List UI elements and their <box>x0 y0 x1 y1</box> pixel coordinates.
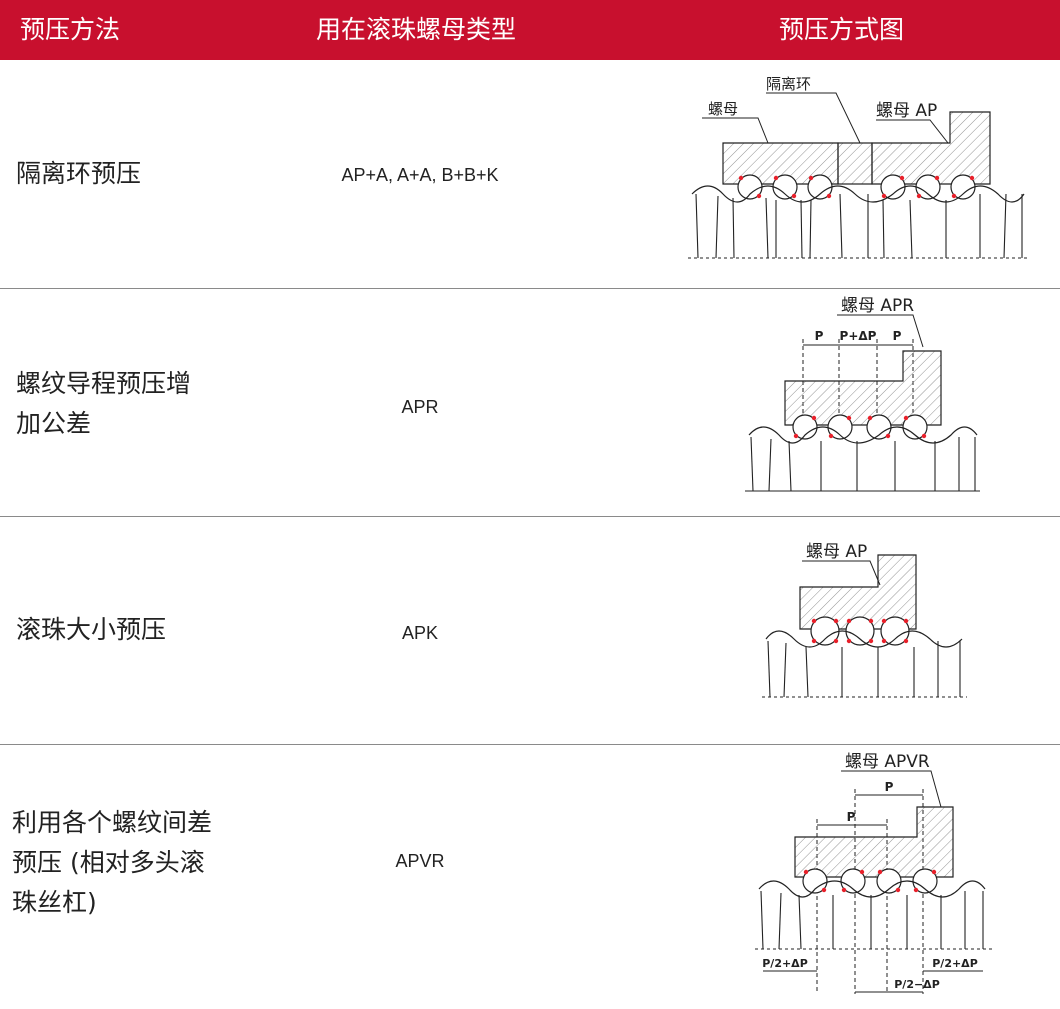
nut-type-cell: APK <box>401 623 439 643</box>
table-row: 滚珠大小预压 APK 螺母 AP <box>0 517 1060 745</box>
method-cell: 利用各个螺纹间差 预压 (相对多头滚 珠丝杠) <box>12 803 212 923</box>
diagram-label-p-delta: P+ΔP <box>840 329 877 343</box>
row-separator <box>0 288 1060 289</box>
header-method: 预压方法 <box>20 15 121 44</box>
diagram-label-nut-apvr: 螺母 APVR <box>845 752 930 772</box>
method-line: 滚珠大小预压 <box>16 615 167 644</box>
diagram-label-p-half-minus: P/2−ΔP <box>894 978 940 991</box>
header-nut-type: 用在滚珠螺母类型 <box>316 15 517 44</box>
method-line: 珠丝杠) <box>12 888 97 917</box>
table-row: 利用各个螺纹间差 预压 (相对多头滚 珠丝杠) APVR 螺母 APVR P P <box>0 745 1060 1009</box>
method-cell: 滚珠大小预压 <box>16 610 166 650</box>
table-header: 预压方法 用在滚珠螺母类型 预压方式图 <box>0 0 1060 60</box>
table-row: 隔离环预压 AP+A, A+A, B+B+K 隔离环 螺母 螺母 AP <box>0 60 1060 288</box>
multi-start-preload-diagram: 螺母 APVR P P <box>755 752 993 994</box>
method-cell: 螺纹导程预压增 加公差 <box>16 364 191 444</box>
lead-offset-preload-diagram: 螺母 APR P P+ΔP P <box>745 296 980 492</box>
nut-type-cell: AP+A, A+A, B+B+K <box>341 165 499 185</box>
row-separator <box>0 516 1060 517</box>
method-line: 预压 (相对多头滚 <box>12 848 205 877</box>
row-separator <box>0 744 1060 745</box>
diagram-label-p-half-plus: P/2+ΔP <box>762 957 808 970</box>
table-row: 螺纹导程预压增 加公差 APR 螺母 APR P P+ΔP P <box>0 289 1060 517</box>
diagram-label-nut: 螺母 <box>708 100 738 118</box>
method-line: 加公差 <box>16 409 92 438</box>
diagram-label-spacer: 隔离环 <box>766 75 811 93</box>
spacer-preload-diagram: 隔离环 螺母 螺母 AP <box>688 75 1028 259</box>
method-line: 螺纹导程预压增 <box>16 369 192 398</box>
diagram-label-p: P <box>847 810 856 824</box>
nut-type-cell: APR <box>401 397 439 417</box>
diagram-label-p: P <box>815 329 824 343</box>
method-cell: 隔离环预压 <box>16 154 141 194</box>
ball-size-preload-diagram: 螺母 AP <box>762 542 967 698</box>
leader-labels: 隔离环 螺母 螺母 AP <box>702 75 949 144</box>
method-line: 隔离环预压 <box>16 159 142 188</box>
method-line: 利用各个螺纹间差 <box>12 808 213 837</box>
header-diagram: 预压方式图 <box>779 15 905 44</box>
nut-type-cell: APVR <box>395 851 445 871</box>
diagram-label-p: P <box>885 780 894 794</box>
diagram-label-nut-ap: 螺母 AP <box>876 101 937 121</box>
diagram-label-p-half-plus: P/2+ΔP <box>932 957 978 970</box>
diagram-label-p: P <box>893 329 902 343</box>
diagram-label-nut-apr: 螺母 APR <box>841 296 914 316</box>
diagram-label-nut-ap: 螺母 AP <box>806 542 867 562</box>
